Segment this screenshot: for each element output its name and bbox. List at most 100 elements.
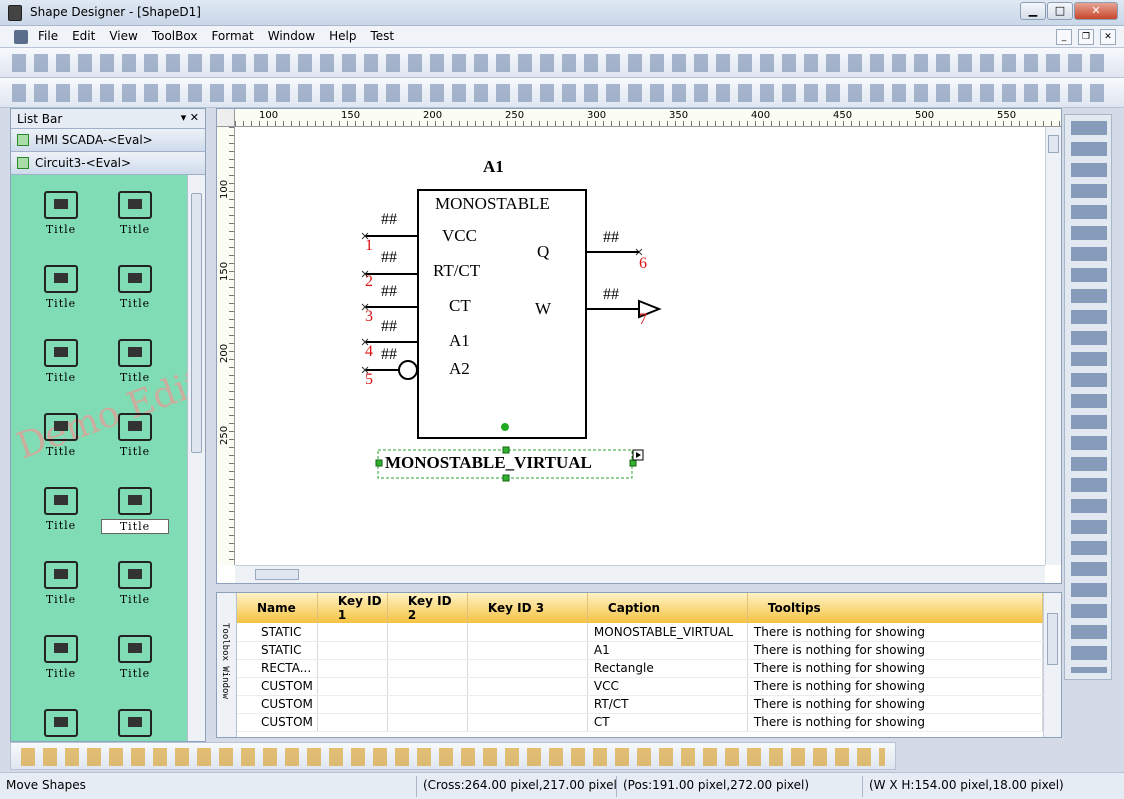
shape-icon [118,191,152,219]
mdi-close-button[interactable]: ✕ [1100,29,1116,45]
library-shape-selected[interactable]: Title [101,481,169,541]
library-shape[interactable]: Title [103,629,167,689]
library-shape[interactable] [29,703,93,741]
pin-label-q: Q [537,242,550,261]
shape-icon [44,487,78,515]
vertical-ruler: 100 150 200 250 [217,127,235,565]
shape-icon [44,709,78,737]
pin-label-a2: A2 [449,359,470,378]
status-mode: Move Shapes [6,777,86,792]
status-bar: Move Shapes (Cross:264.00 pixel,217.00 p… [0,772,1124,799]
menu-edit[interactable]: Edit [72,29,96,43]
shape-library: Demo Edition Title Title Title Title Tit… [11,175,187,741]
pin-label-vcc: VCC [442,226,477,245]
minimize-button[interactable]: ▁ [1020,2,1046,20]
drawing-toolbar[interactable] [0,78,1124,108]
group-hmi-scada[interactable]: HMI SCADA-<Eval> [11,129,205,152]
menu-bar: File Edit View ToolBox Format Window Hel… [0,26,1124,48]
shape-designator: A1 [483,157,504,176]
menu-toolbox[interactable]: ToolBox [151,29,198,43]
shape-icon [44,635,78,663]
col-key-id-2[interactable]: Key ID 2 [387,593,468,623]
maximize-button[interactable]: □ [1047,2,1073,20]
col-caption[interactable]: Caption [587,593,748,623]
alignment-toolbar[interactable] [10,742,896,770]
mdi-minimize-button[interactable]: _ [1056,29,1072,45]
library-shape[interactable]: Title [29,555,93,615]
menu-format[interactable]: Format [211,29,254,43]
drawing-area[interactable]: A1 MONOSTABLE ## ## ## ## ## 1 2 3 4 5 V… [235,127,1045,565]
body-rectangle [417,189,587,439]
toolbox-window: Toolbox Window Name Key ID 1 Key ID 2 Ke… [216,592,1062,738]
window-title: Shape Designer - [ShapeD1] [30,5,201,19]
standard-toolbar[interactable] [0,48,1124,78]
shape-icon [44,339,78,367]
schematic-drawing [361,189,662,482]
shape-icon [118,265,152,293]
status-size: (W X H:154.00 pixel,18.00 pixel) [862,775,1124,797]
group-circuit3[interactable]: Circuit3-<Eval> [11,152,205,175]
library-shape[interactable]: Title [29,407,93,467]
close-button[interactable]: ✕ [1074,2,1118,20]
shape-icon [44,265,78,293]
inverter-bubble [398,360,418,380]
library-shape[interactable]: Title [29,481,93,541]
shape-icon [118,339,152,367]
design-canvas: 100 150 200 250 300 350 400 450 500 550 … [216,108,1062,584]
col-name[interactable]: Name [237,593,318,623]
list-bar-title: List Bar [17,112,63,126]
shape-icon [118,487,152,515]
library-shape[interactable]: Title [29,185,93,245]
menu-view[interactable]: View [109,29,138,43]
toolbox-window-tab[interactable]: Toolbox Window [217,593,237,737]
library-shape[interactable]: Title [29,259,93,319]
document-icon[interactable] [14,30,28,44]
virtual-label[interactable]: MONOSTABLE_VIRTUAL [385,453,592,472]
shape-toolbox[interactable] [1064,114,1112,680]
menu-file[interactable]: File [38,29,59,43]
library-shape[interactable] [103,703,167,741]
grid-scrollbar[interactable] [1043,593,1061,737]
menu-window[interactable]: Window [267,29,316,43]
pin-label-a1: A1 [449,331,470,350]
menu-test[interactable]: Test [370,29,395,43]
app-icon [8,5,22,21]
list-bar-scrollbar[interactable] [187,175,205,741]
shape-icon [118,413,152,441]
library-shape[interactable]: Title [103,555,167,615]
ruler-corner [217,109,235,127]
canvas-horizontal-scrollbar[interactable] [235,565,1045,583]
list-bar-header: List Bar ▾ ✕ [11,109,205,129]
library-shape[interactable]: Title [103,333,167,393]
status-cross: (Cross:264.00 pixel,217.00 pixel) [416,775,616,797]
status-pos: (Pos:191.00 pixel,272.00 pixel) [616,775,862,797]
col-tooltips[interactable]: Tooltips [747,593,1044,623]
pin-label-w: W [535,299,552,318]
col-key-id-3[interactable]: Key ID 3 [467,593,588,623]
shape-name: MONOSTABLE [435,194,550,213]
shape-icon [118,561,152,589]
properties-grid: Name Key ID 1 Key ID 2 Key ID 3 Caption … [237,593,1044,737]
col-key-id-1[interactable]: Key ID 1 [317,593,388,623]
canvas-vertical-scrollbar[interactable] [1045,127,1061,565]
shape-icon [44,413,78,441]
library-shape[interactable]: Title [29,629,93,689]
mdi-restore-button[interactable]: ❐ [1078,29,1094,45]
library-shape[interactable]: Title [29,333,93,393]
menu-help[interactable]: Help [329,29,357,43]
library-shape[interactable]: Title [103,259,167,319]
grid-icon [17,134,29,146]
library-shape[interactable]: Title [103,407,167,467]
title-bar: Shape Designer - [ShapeD1] ▁ □ ✕ [0,0,1124,26]
list-bar-controls[interactable]: ▾ ✕ [180,111,199,124]
pin-label-rtct: RT/CT [433,261,481,280]
shape-icon [44,561,78,589]
shape-icon [118,709,152,737]
library-shape[interactable]: Title [103,185,167,245]
